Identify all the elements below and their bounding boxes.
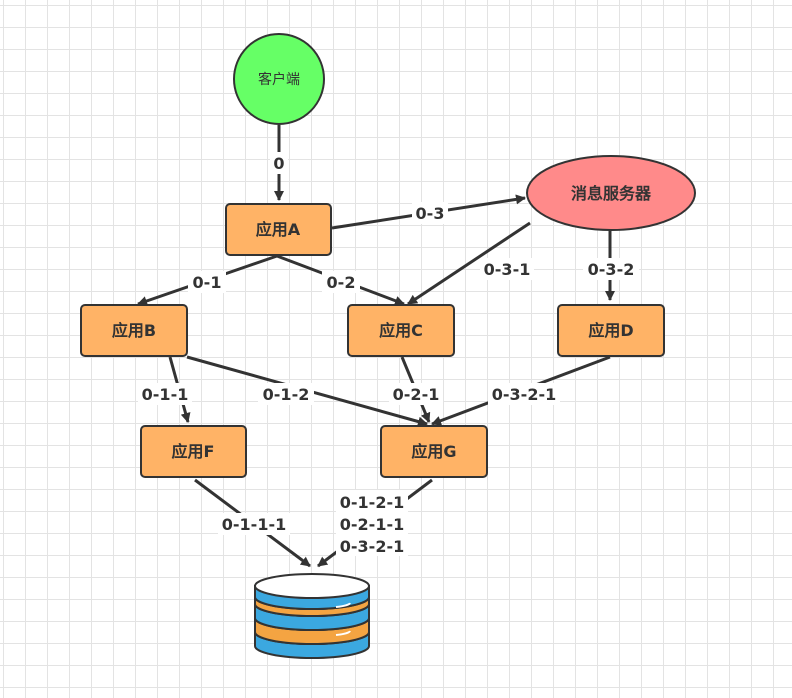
- label-client-a: 0: [273, 154, 284, 173]
- label-g-db-1: 0-1-2-1: [340, 493, 404, 512]
- label-a-b: 0-1: [193, 273, 222, 292]
- edge-labels: 0 0-3 0-1 0-2 0-3-1 0-3-2 0-1-1 0-1-2 0-…: [138, 152, 639, 556]
- app-d-label: 应用D: [588, 321, 633, 340]
- label-msg-d: 0-3-2: [588, 260, 635, 279]
- label-g-db-3: 0-3-2-1: [340, 537, 404, 556]
- label-d-g: 0-3-2-1: [492, 385, 556, 404]
- label-a-msg: 0-3: [416, 204, 445, 223]
- label-b-g: 0-1-2: [263, 385, 310, 404]
- node-app-a[interactable]: 应用A: [225, 203, 332, 256]
- label-f-db: 0-1-1-1: [222, 515, 286, 534]
- label-b-f: 0-1-1: [142, 385, 189, 404]
- app-f-label: 应用F: [172, 442, 215, 461]
- app-a-label: 应用A: [256, 220, 301, 239]
- node-msg-server[interactable]: 消息服务器: [526, 155, 696, 231]
- client-label: 客户端: [258, 71, 300, 88]
- node-client[interactable]: 客户端: [233, 33, 325, 125]
- node-app-b[interactable]: 应用B: [80, 304, 188, 357]
- node-app-d[interactable]: 应用D: [557, 304, 665, 357]
- label-c-g: 0-2-1: [393, 385, 440, 404]
- node-app-f[interactable]: 应用F: [140, 425, 247, 478]
- edge-msg-c: [407, 221, 531, 306]
- msg-server-label: 消息服务器: [571, 184, 652, 203]
- database-icon[interactable]: [254, 573, 370, 659]
- app-c-label: 应用C: [379, 321, 423, 340]
- node-app-c[interactable]: 应用C: [347, 304, 455, 357]
- node-app-g[interactable]: 应用G: [380, 425, 488, 478]
- label-msg-c: 0-3-1: [484, 260, 531, 279]
- label-g-db-2: 0-2-1-1: [340, 515, 404, 534]
- app-g-label: 应用G: [411, 442, 456, 461]
- label-a-c: 0-2: [327, 273, 356, 292]
- app-b-label: 应用B: [112, 321, 156, 340]
